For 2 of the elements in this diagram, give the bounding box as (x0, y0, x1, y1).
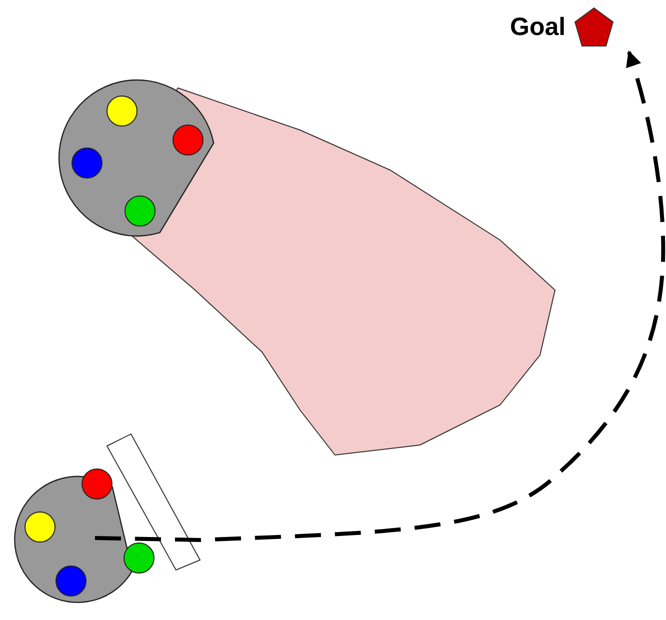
goal-label: Goal (510, 12, 566, 44)
dashed-path-arrow (94, 50, 666, 542)
